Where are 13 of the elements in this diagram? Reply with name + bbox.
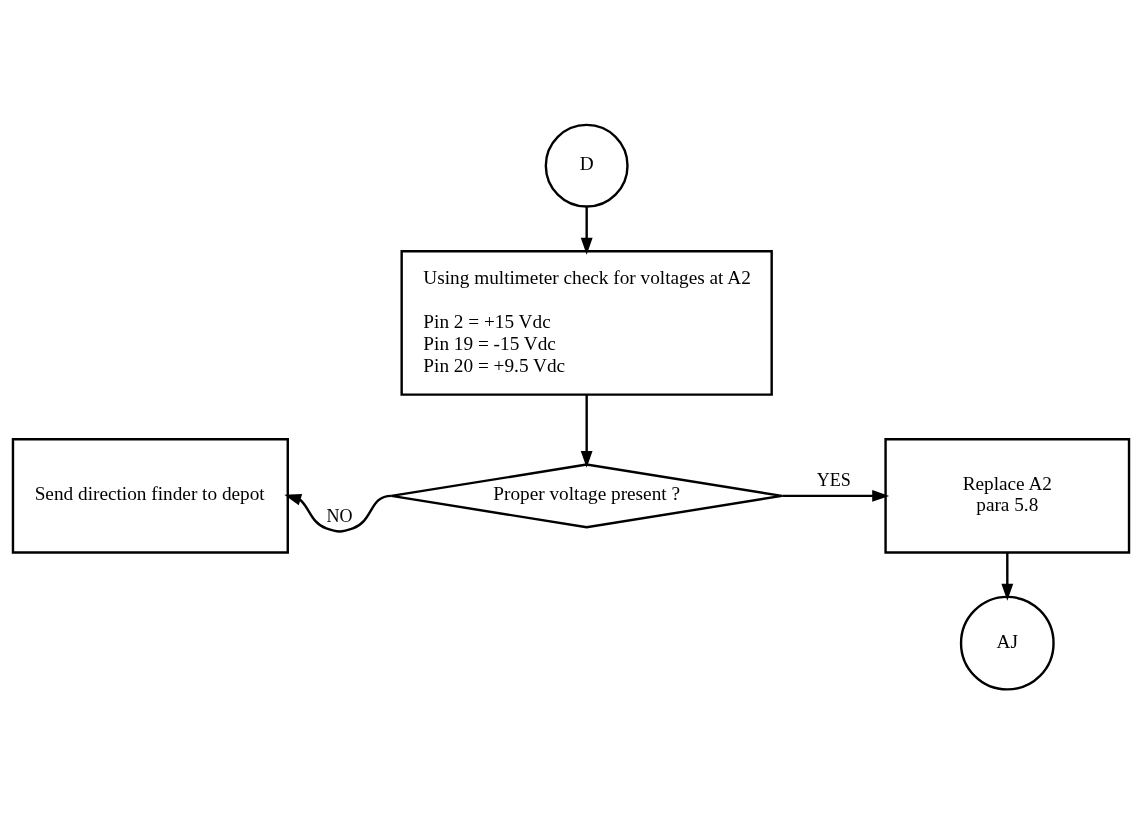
node-diamond: Proper voltage present ? (390, 462, 784, 528)
node-circle: D (544, 123, 629, 208)
arrow (1001, 552, 1014, 601)
arrow (284, 493, 392, 533)
arrow (580, 394, 593, 468)
node-box: Using multimeter check for voltages at A2 Pin 2 = +15 Vdc Pin 19 = -15 Vdc Pin 20 = +9.5 Vdc (400, 249, 773, 396)
edge-label: NO (326, 505, 353, 526)
node-circle: AJ (959, 595, 1055, 691)
edge-label: YES (816, 469, 851, 490)
arrow (580, 206, 593, 255)
node-box: Replace A2 para 5.8 (884, 437, 1131, 554)
node-box: Send direction finder to depot (11, 437, 289, 554)
arrow (782, 489, 890, 502)
